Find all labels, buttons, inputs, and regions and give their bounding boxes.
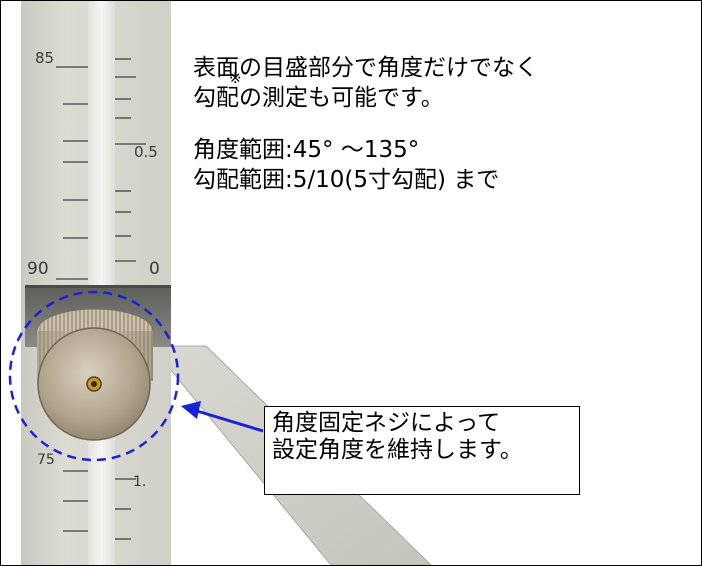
lock-knob-callout: 角度固定ネジによって 設定角度を維持します。	[264, 406, 580, 495]
scale-label-0-5: 0.5	[134, 143, 158, 161]
description-line-2: 勾配※の測定も可能です。	[193, 71, 538, 113]
scale-label-85: 85	[35, 49, 54, 67]
description-line-2-prefix: 勾配	[193, 85, 239, 111]
scale-label-75: 75	[37, 452, 55, 468]
feature-description: 表面の目盛部分で角度だけでなく 勾配※の測定も可能です。 角度範囲:45° ～1…	[193, 53, 538, 195]
right-scale-ticks	[115, 58, 146, 540]
description-line-2-suffix: の測定も可能です。	[239, 85, 444, 111]
scale-label-1: 1.	[133, 474, 146, 490]
angle-range-text: 角度範囲:45° ～135°	[193, 137, 420, 163]
scale-label-0: 0	[149, 259, 160, 279]
callout-line-2: 設定角度を維持します。	[272, 437, 523, 463]
callout-arrow	[181, 401, 264, 433]
slope-range-text: 勾配範囲:5/10(5寸勾配) まで	[193, 167, 500, 193]
description-line-1: 表面の目盛部分で角度だけでなく	[193, 55, 538, 81]
ruler-groove	[88, 1, 115, 565]
scale-label-90: 90	[27, 259, 49, 279]
callout-line-1: 角度固定ネジによって	[272, 410, 501, 436]
angle-lock-knob	[36, 308, 154, 441]
knob-highlight-circle	[8, 290, 180, 462]
note-mark: ※	[229, 69, 242, 87]
left-scale-ticks	[56, 66, 88, 532]
